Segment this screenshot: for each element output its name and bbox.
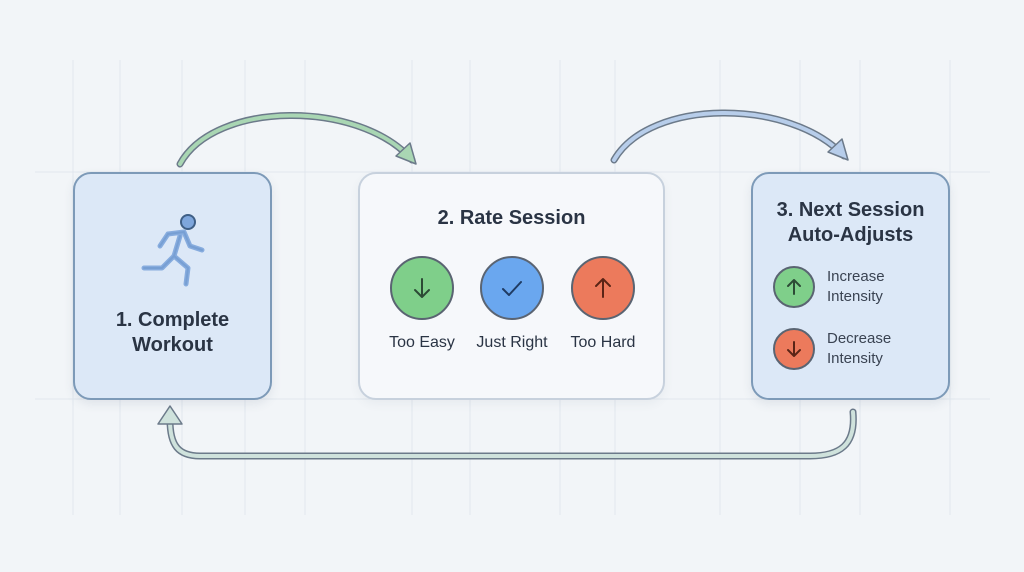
rating-too-hard[interactable]: Too Hard: [553, 256, 653, 352]
adjust-decrease-intensity: Decrease Intensity: [773, 328, 891, 370]
step-adjust-title-line1: 3. Next Session: [776, 199, 925, 221]
arrow-up-icon: [773, 266, 815, 308]
adjust-decrease-line2: Intensity: [827, 350, 883, 367]
step-rate-session: 2. Rate Session Too Easy Just Right Too …: [358, 172, 665, 400]
step-adjust-title-line2: Auto-Adjusts: [787, 224, 914, 246]
step-rate-title: 2. Rate Session: [437, 207, 586, 229]
step-complete-title: 1. Complete Workout: [75, 308, 270, 358]
arrow-down-icon: [390, 256, 454, 320]
arrow-up-icon: [571, 256, 635, 320]
rating-just-right[interactable]: Just Right: [462, 256, 562, 352]
rating-too-easy-label: Too Easy: [389, 334, 455, 351]
step-complete-title-line1: 1. Complete: [115, 309, 230, 331]
step-adjust-title: 3. Next Session Auto-Adjusts: [753, 198, 948, 248]
arrow-adjust-to-complete: [157, 405, 857, 460]
arrow-rate-to-adjust: [610, 109, 849, 164]
running-person-icon: [141, 214, 205, 287]
adjust-increase-line2: Intensity: [827, 288, 883, 305]
arrow-complete-to-rate: [176, 112, 417, 168]
adjust-decrease-line1: Decrease: [827, 330, 892, 347]
rating-too-hard-label: Too Hard: [570, 334, 636, 351]
step-auto-adjust: 3. Next Session Auto-Adjusts Increase In…: [751, 172, 950, 400]
step-complete-workout: 1. Complete Workout: [73, 172, 272, 400]
adjust-increase-line1: Increase: [827, 268, 885, 285]
adjust-increase-label: Increase Intensity: [827, 267, 885, 307]
checkmark-icon: [480, 256, 544, 320]
arrow-down-icon: [773, 328, 815, 370]
adjust-decrease-label: Decrease Intensity: [827, 329, 891, 369]
rating-too-easy[interactable]: Too Easy: [372, 256, 472, 352]
step-complete-title-line2: Workout: [132, 334, 213, 356]
adjust-increase-intensity: Increase Intensity: [773, 266, 885, 308]
rating-just-right-label: Just Right: [476, 334, 548, 351]
